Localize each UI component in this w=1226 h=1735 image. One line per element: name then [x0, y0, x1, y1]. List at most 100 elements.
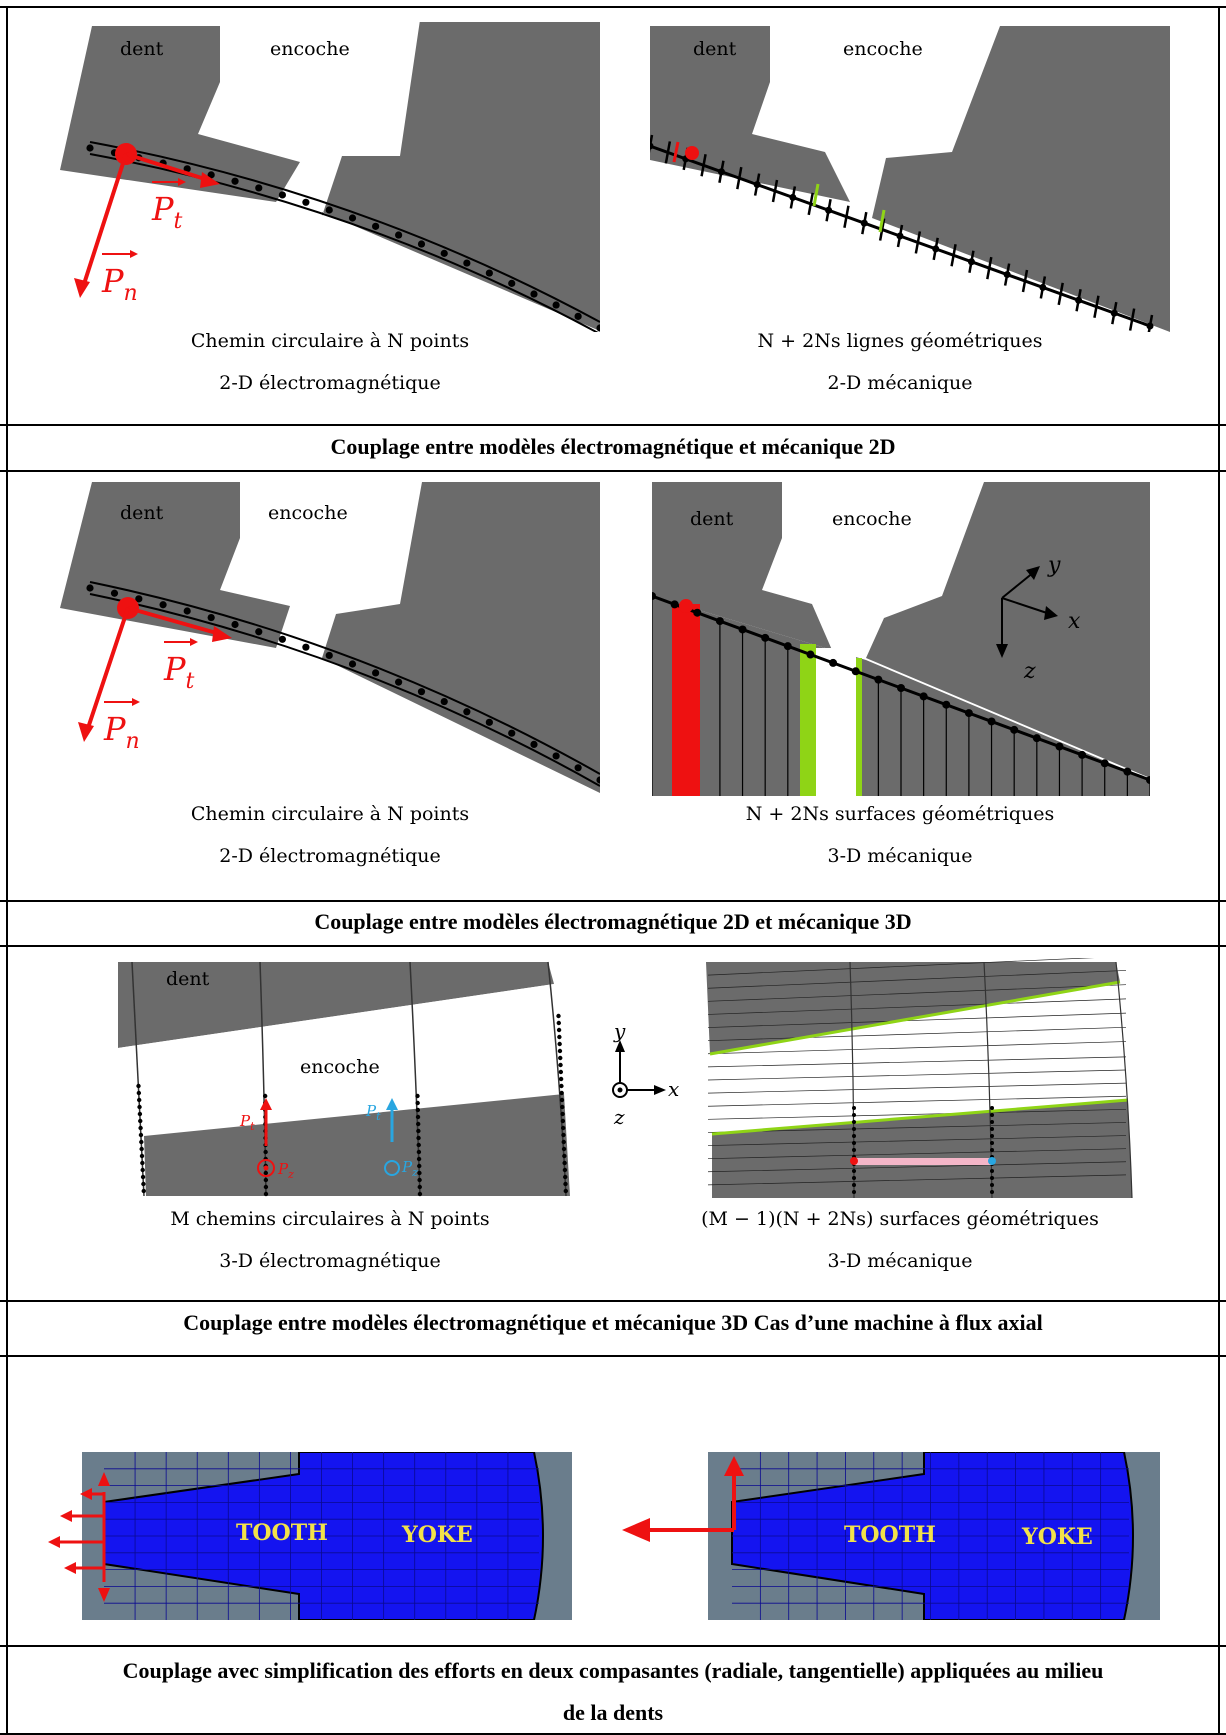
mesh-line — [707, 958, 1095, 976]
table-divider — [0, 1300, 1226, 1302]
dent-label: dent — [693, 38, 737, 60]
mesh-line — [707, 1041, 1127, 1055]
path-points — [86, 584, 600, 784]
path-point — [967, 258, 975, 266]
path-point — [508, 729, 516, 737]
mesh-line — [707, 1161, 1127, 1173]
geometric-line — [736, 166, 743, 190]
path-point — [1146, 776, 1150, 784]
path-point — [852, 1106, 856, 1110]
path-point — [110, 589, 119, 597]
path-point — [563, 1174, 568, 1180]
mesh-line — [707, 1026, 1127, 1042]
mesh-line — [707, 1174, 1127, 1186]
path-point — [138, 1118, 143, 1124]
geometric-line — [1128, 308, 1136, 331]
path-point — [416, 1135, 421, 1141]
path-point — [1146, 322, 1154, 330]
geometric-line — [664, 141, 672, 164]
row2-caption: Couplage entre modèles électromagnétique… — [314, 909, 912, 934]
table-border-right — [1218, 6, 1220, 1735]
path-point — [417, 1191, 423, 1197]
mech-2d-lines-figure — [650, 26, 1170, 332]
path-point — [560, 1125, 566, 1131]
axis-z-label: z — [613, 1105, 625, 1129]
path-point — [207, 171, 215, 179]
encoche-label: encoche — [843, 38, 923, 60]
geometric-line — [843, 205, 850, 228]
path-point — [137, 1111, 143, 1117]
path-point — [417, 1170, 422, 1176]
path-point — [485, 718, 493, 726]
path-point — [557, 1048, 563, 1054]
path-point — [183, 607, 191, 615]
path-point — [574, 312, 582, 320]
path-points — [852, 1106, 994, 1194]
path-point — [137, 1097, 142, 1103]
path-point — [278, 635, 286, 643]
path-point — [417, 688, 426, 696]
em-3d-paths-figure: Pt Pz Pt Pz — [118, 961, 570, 1197]
mesh-line — [707, 1095, 1127, 1107]
path-point — [559, 1083, 564, 1089]
mesh-lines — [707, 958, 1127, 1186]
path-point — [558, 1069, 564, 1075]
path-point — [932, 245, 940, 253]
path-point — [753, 181, 761, 189]
path-point — [141, 1181, 146, 1187]
slot-surface — [816, 648, 856, 796]
left-caption-line2: 2-D électromagnétique — [219, 372, 441, 394]
path-point — [416, 1142, 421, 1148]
path-point — [417, 240, 426, 248]
path-point — [852, 1176, 856, 1180]
table-border-left — [6, 6, 8, 1735]
path-point — [1100, 759, 1109, 768]
path-point — [559, 1097, 565, 1103]
path-point — [135, 595, 143, 603]
path-point — [552, 301, 560, 309]
path-point — [562, 1153, 567, 1159]
geometric-line — [914, 231, 922, 254]
left-caption-line1: Chemin circulaire à N points — [190, 330, 470, 352]
path-point — [557, 1034, 562, 1040]
path-point — [231, 620, 239, 629]
axis-z-label: z — [1023, 659, 1036, 684]
force-arrows — [48, 1472, 110, 1602]
right-caption-line1: (M − 1)(N + 2Ns) surfaces géométriques — [701, 1208, 1099, 1230]
path-point — [670, 600, 679, 609]
path-point — [789, 193, 797, 201]
path-point — [415, 1114, 421, 1120]
path-point — [416, 1149, 422, 1155]
geometric-line — [700, 154, 707, 177]
right-caption-line2: 3-D mécanique — [827, 845, 973, 867]
path-point — [1003, 271, 1011, 279]
path-point — [561, 1132, 566, 1138]
path-point — [262, 1093, 268, 1099]
path-point — [851, 667, 860, 676]
path-point — [140, 1174, 146, 1180]
path-point — [990, 1141, 994, 1145]
path-point — [852, 1127, 856, 1131]
path-point — [652, 592, 656, 600]
geometric-line — [878, 218, 886, 241]
path-point — [415, 1100, 420, 1106]
table-divider — [0, 900, 1226, 902]
path-point — [302, 643, 310, 651]
path-point — [1010, 725, 1019, 734]
table-border-top — [0, 6, 1226, 8]
path-point — [263, 1184, 269, 1190]
mesh-lines — [732, 1452, 1129, 1620]
path-point — [852, 1120, 856, 1124]
path-point — [263, 1177, 269, 1183]
path-point — [825, 206, 833, 214]
path-point — [561, 1139, 566, 1145]
path-point — [552, 752, 560, 760]
mesh-line — [707, 1012, 1127, 1028]
pt-vector-label: Pt — [163, 650, 195, 694]
path-point — [159, 601, 167, 609]
path-point — [852, 1141, 856, 1145]
yoke-label: YOKE — [401, 1522, 473, 1548]
path-point — [990, 1113, 994, 1117]
mesh-line — [707, 1069, 1127, 1081]
path-point — [860, 219, 868, 227]
